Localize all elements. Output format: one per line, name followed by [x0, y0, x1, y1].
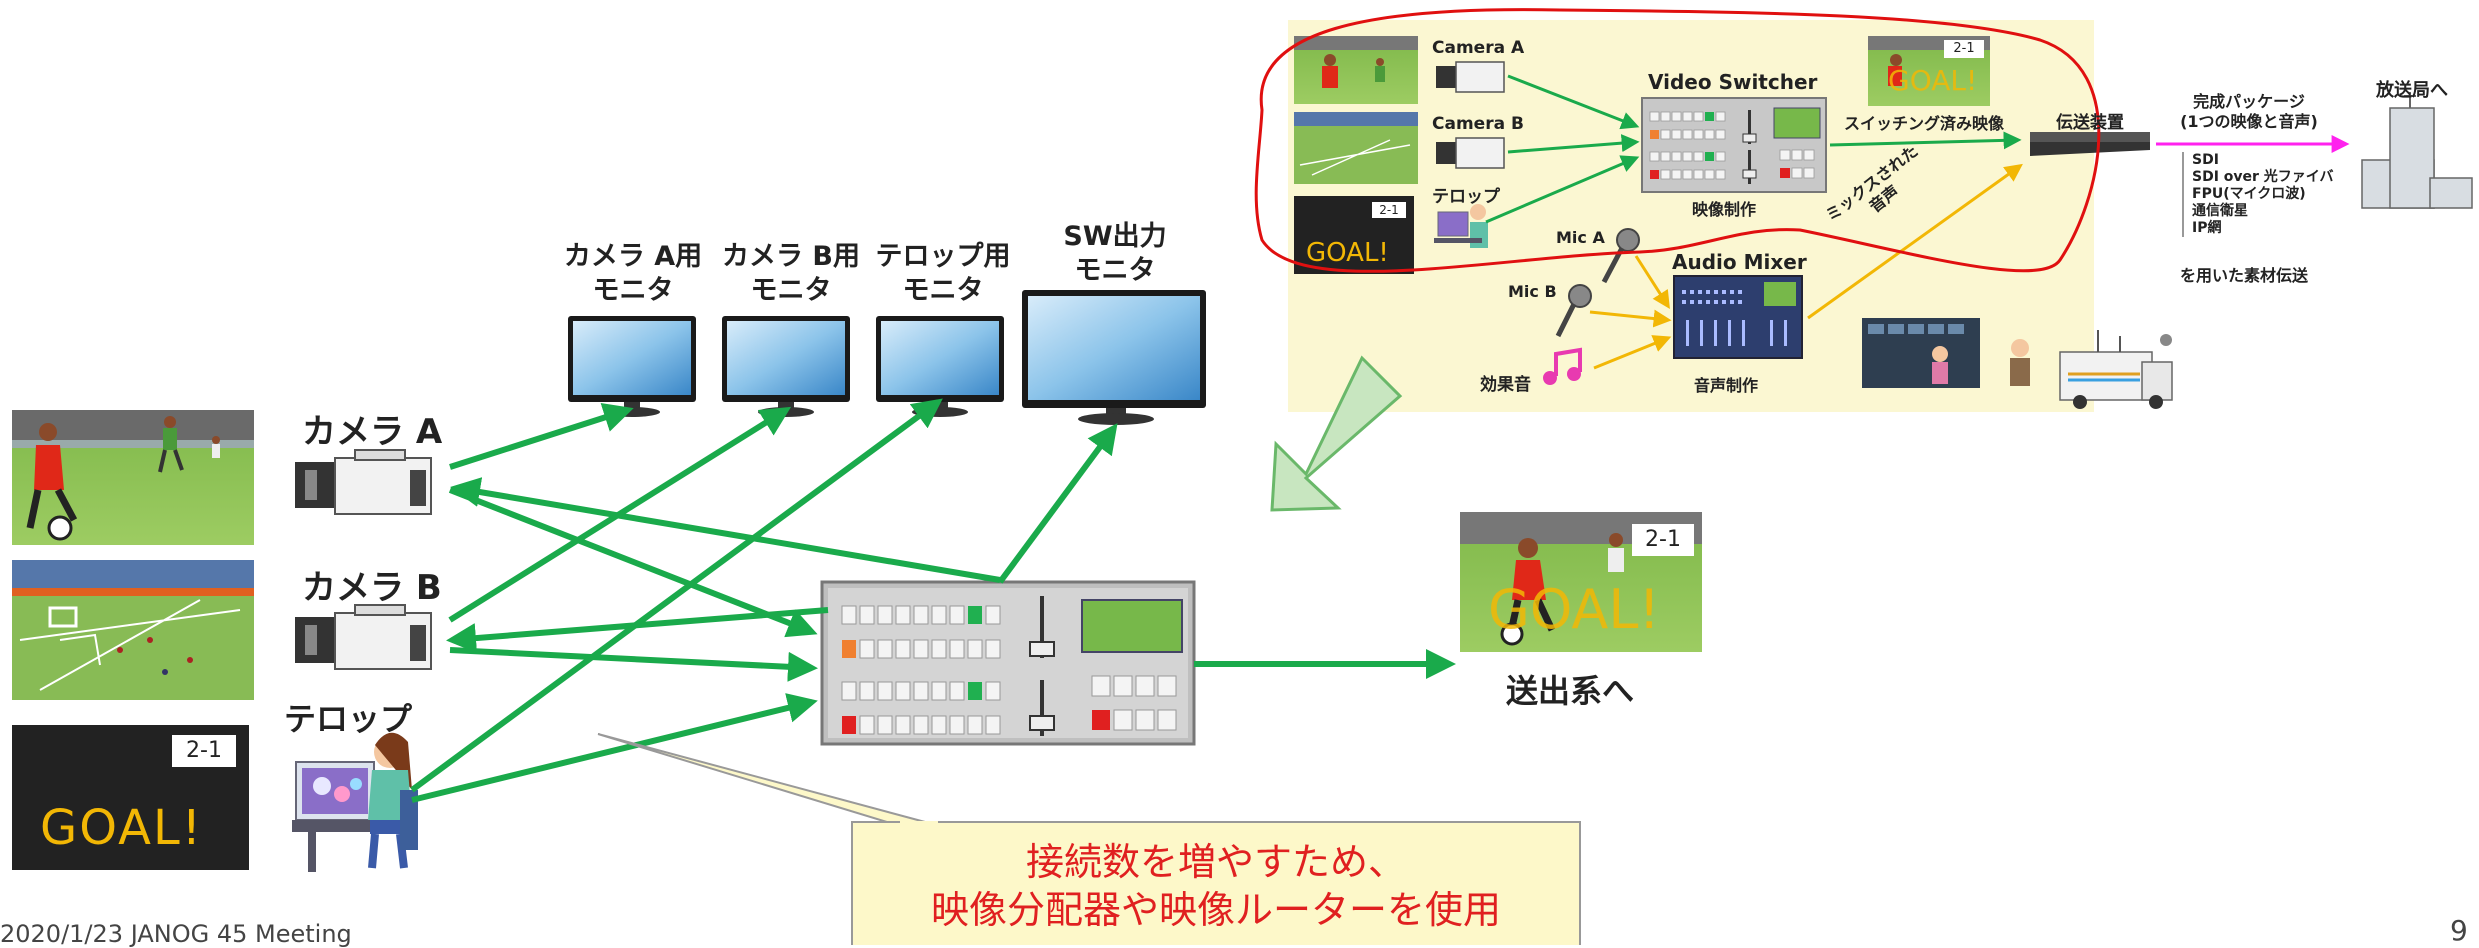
inset-package-line2: (1つの映像と音声): [2180, 112, 2318, 131]
output-score: 2-1: [1645, 527, 1681, 552]
inset-green-arrows: [1485, 74, 2022, 224]
output-thumbnail: [1460, 512, 1702, 652]
camera-b-thumbnail: [12, 560, 254, 700]
monitor-camera-a: [568, 316, 696, 417]
inset-telop-score: 2-1: [1379, 203, 1399, 217]
telop-goal-text: GOAL!: [40, 800, 203, 856]
inset-package-label: 完成パッケージ (1つの映像と音声): [2174, 92, 2324, 132]
camera-b-icon: [295, 604, 432, 670]
workflow-inset: [1288, 20, 2473, 412]
inset-switched-video-label: スイッチング済み映像: [1844, 114, 2005, 133]
callout-box: [597, 733, 1581, 945]
inset-telop-label: テロップ: [1432, 187, 1500, 207]
zoom-down-arrow: [1270, 355, 1403, 512]
page-number: 9: [2450, 914, 2468, 947]
callout-line2: 映像分配器や映像ルーターを使用: [930, 888, 1501, 932]
output-goal-text: GOAL!: [1488, 578, 1661, 641]
inset-broadcaster-label: 放送局へ: [2376, 80, 2448, 101]
monitor-camera-b: [722, 316, 850, 417]
camera-a-label: カメラ A: [302, 412, 443, 452]
monitor-sw-output-line2: モニタ: [1074, 255, 1156, 286]
callout-line1: 接続数を増やすため、: [1025, 840, 1406, 884]
transmission-method: SDI over 光ファイバ: [2192, 169, 2334, 185]
output-label: 送出系へ: [1506, 672, 1635, 710]
inset-transmitter-label: 伝送装置: [2056, 113, 2124, 133]
inset-audio-mixer-label: Audio Mixer: [1672, 250, 1807, 274]
telop-score: 2-1: [186, 738, 222, 763]
monitor-sw-output-line1: SW出力: [1063, 221, 1167, 252]
inset-telop-goal: GOAL!: [1306, 238, 1389, 268]
monitor-label-sw-output: SW出力 モニタ: [1040, 220, 1190, 288]
transmission-method: 通信衛星: [2192, 203, 2248, 219]
monitor-camera-a-line2: モニタ: [592, 275, 674, 306]
monitor-label-camera-b: カメラ B用 モニタ: [716, 240, 866, 308]
telop-thumbnail: [12, 725, 249, 870]
inset-audio-production-label: 音声制作: [1694, 376, 1759, 395]
monitor-camera-b-line1: カメラ B用: [722, 241, 860, 272]
monitor-telop-line1: テロップ用: [875, 241, 1011, 272]
monitor-telop: [876, 316, 1004, 417]
inset-transmission-note: を用いた素材伝送: [2180, 266, 2309, 285]
inset-mic-b-label: Mic B: [1508, 282, 1557, 301]
inset-mic-a-label: Mic A: [1556, 228, 1605, 247]
telop-label: テロップ: [284, 700, 413, 738]
camera-b-label: カメラ B: [302, 568, 442, 608]
inset-camera-b-label: Camera B: [1432, 114, 1524, 134]
transmission-method: FPU(マイクロ波): [2192, 186, 2306, 202]
monitor-camera-b-line2: モニタ: [750, 275, 832, 306]
inset-transmission-methods: SDI SDI over 光ファイバ FPU(マイクロ波) 通信衛星 IP網: [2182, 152, 2334, 237]
inset-video-switcher-label: Video Switcher: [1648, 70, 1818, 94]
red-highlight-outline: [1254, 8, 2101, 273]
inset-package-line1: 完成パッケージ: [2193, 92, 2305, 111]
inset-output-score: 2-1: [1953, 41, 1975, 56]
inset-output-goal: GOAL!: [1888, 64, 1978, 97]
transmission-method: IP網: [2192, 220, 2222, 236]
inset-yellow-arrows: [1589, 163, 2023, 370]
monitor-camera-a-line1: カメラ A用: [563, 241, 703, 272]
monitor-sw-output: [1022, 290, 1206, 425]
inset-camera-a-label: Camera A: [1432, 38, 1525, 58]
camera-a-thumbnail: [12, 410, 254, 545]
camera-a-icon: [295, 449, 432, 515]
monitor-label-camera-a: カメラ A用 モニタ: [558, 240, 708, 308]
inset-sfx-label: 効果音: [1480, 375, 1531, 395]
signal-arrows: [410, 398, 1456, 803]
telop-operator-icon: [292, 732, 418, 872]
inset-video-production-label: 映像制作: [1692, 200, 1757, 219]
footer-date-event: 2020/1/23 JANOG 45 Meeting: [0, 920, 352, 948]
video-switcher-icon: [820, 580, 1196, 746]
monitor-label-telop: テロップ用 モニタ: [868, 240, 1018, 308]
callout-text: 接続数を増やすため、 映像分配器や映像ルーターを使用: [852, 838, 1580, 934]
transmission-method: SDI: [2192, 152, 2219, 168]
monitor-telop-line2: モニタ: [902, 275, 984, 306]
